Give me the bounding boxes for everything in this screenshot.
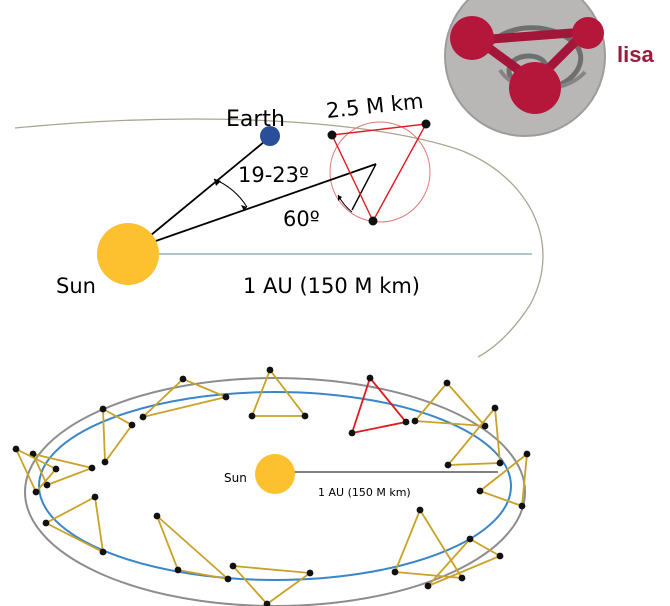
lisa-triangle bbox=[330, 123, 428, 223]
sun-label: Sun bbox=[56, 274, 96, 298]
spacecraft-node bbox=[12, 445, 20, 453]
lisa-triangle bbox=[478, 451, 529, 508]
spacecraft-node bbox=[266, 366, 274, 374]
spacecraft-node bbox=[229, 562, 237, 570]
spacecraft-node bbox=[101, 458, 109, 466]
spacecraft-node bbox=[458, 574, 466, 582]
bottom-diagram bbox=[12, 366, 531, 606]
spacecraft-node bbox=[348, 429, 356, 437]
spacecraft-node bbox=[443, 379, 451, 387]
earth-body bbox=[260, 126, 280, 146]
spacecraft-node bbox=[32, 488, 40, 496]
spacecraft-node bbox=[99, 548, 107, 556]
lisa-triangle bbox=[446, 405, 501, 466]
spacecraft-node bbox=[42, 519, 50, 527]
lisa-logo-text: lisa bbox=[617, 42, 654, 67]
spacecraft-node bbox=[174, 566, 182, 574]
bottom-sun-label: Sun bbox=[224, 471, 247, 485]
spacecraft-node bbox=[139, 413, 147, 421]
arm-length-label: 2.5 M km bbox=[325, 89, 424, 123]
tilt-angle-label: 60º bbox=[283, 207, 320, 231]
bottom-distance-label: 1 AU (150 M km) bbox=[318, 486, 411, 499]
distance-label: 1 AU (150 M km) bbox=[243, 274, 420, 298]
spacecraft-node bbox=[421, 119, 431, 129]
lisa-triangle bbox=[413, 381, 488, 428]
spacecraft-node bbox=[523, 450, 531, 458]
spacecraft-node bbox=[248, 412, 256, 420]
lisa-triangle bbox=[44, 495, 105, 554]
spacecraft-node bbox=[416, 506, 424, 514]
lisa-triangle bbox=[139, 377, 229, 419]
spacecraft-node bbox=[306, 569, 314, 577]
spacecraft-node bbox=[476, 487, 484, 495]
spacecraft-node bbox=[491, 404, 499, 412]
spacecraft-node bbox=[466, 535, 474, 543]
highlighted-lisa-triangle bbox=[350, 376, 408, 435]
spacecraft-node bbox=[481, 422, 489, 430]
earth-orbit-arc bbox=[14, 118, 544, 358]
lisa-triangle bbox=[156, 515, 231, 581]
lisa-logo bbox=[444, 0, 606, 137]
earth-label: Earth bbox=[226, 107, 285, 132]
spacecraft-node bbox=[179, 375, 187, 383]
spacecraft-node bbox=[402, 418, 410, 426]
logo-node bbox=[509, 62, 561, 114]
logo-node bbox=[572, 17, 604, 49]
spacecraft-node bbox=[444, 461, 452, 469]
spacecraft-node bbox=[263, 600, 271, 606]
lisa-triangle bbox=[250, 368, 307, 417]
lisa-triangle bbox=[393, 508, 464, 580]
spacecraft-node bbox=[496, 459, 504, 467]
trailing-angle-label: 19-23º bbox=[238, 163, 309, 187]
spacecraft-node bbox=[222, 393, 230, 401]
spacecraft-node bbox=[88, 464, 96, 472]
spacecraft-node bbox=[424, 582, 432, 590]
spacecraft-node bbox=[518, 502, 526, 510]
logo-node bbox=[450, 16, 494, 60]
spacecraft-node bbox=[153, 512, 161, 520]
lisa-constellation-positions bbox=[12, 366, 531, 606]
spacecraft-node bbox=[301, 412, 309, 420]
lisa-triangle bbox=[102, 407, 134, 465]
spacecraft-node bbox=[128, 421, 136, 429]
lisa-triangle bbox=[230, 564, 313, 606]
spacecraft-node bbox=[391, 568, 399, 576]
spacecraft-node bbox=[368, 216, 378, 226]
lisa-triangle bbox=[31, 452, 96, 487]
spacecraft-node bbox=[52, 465, 60, 473]
spacecraft-node bbox=[327, 130, 337, 140]
spacecraft-node bbox=[91, 493, 99, 501]
sun-lisa-line bbox=[149, 163, 377, 244]
spacecraft-node bbox=[411, 417, 419, 425]
sun-body bbox=[97, 223, 159, 285]
spacecraft-node bbox=[224, 575, 232, 583]
lisa-triangle bbox=[14, 447, 58, 494]
spacecraft-node bbox=[99, 405, 107, 413]
lisa-triangle bbox=[427, 537, 503, 587]
sun-body bbox=[255, 454, 295, 494]
spacecraft-node bbox=[43, 481, 51, 489]
earth-orbit-ellipse bbox=[38, 391, 512, 581]
spacecraft-node bbox=[366, 374, 374, 382]
spacecraft-node bbox=[496, 552, 504, 560]
lisa-halo-circle bbox=[329, 121, 431, 223]
tilt-reference bbox=[351, 163, 377, 211]
top-diagram bbox=[14, 118, 544, 358]
